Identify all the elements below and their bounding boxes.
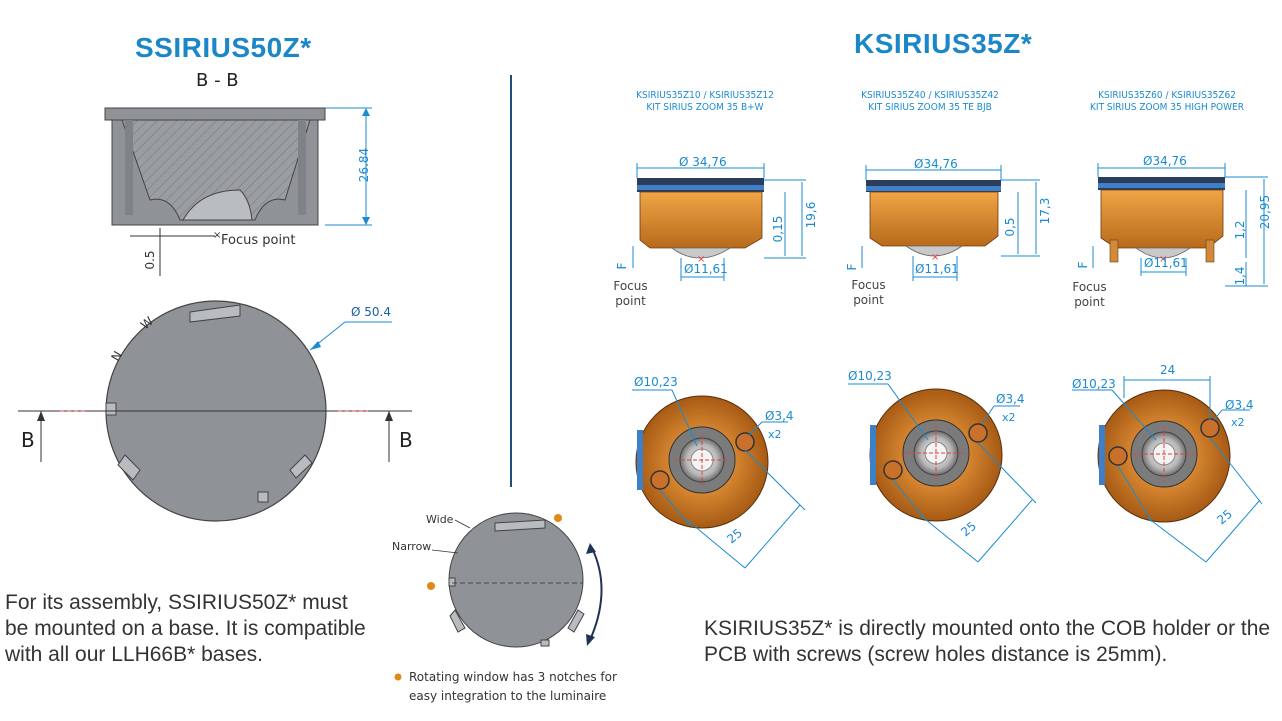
variant-3-bottom-view — [1072, 376, 1263, 563]
focus-label: Focus point — [221, 233, 296, 248]
variant-1-name: KIT SIRIUS ZOOM 35 B+W — [646, 102, 764, 113]
variant-2-focus: Focus point — [851, 278, 886, 307]
variant-2-screw-count: x2 — [1002, 411, 1016, 424]
variant-2-height-total: 17,3 — [1038, 197, 1052, 225]
variant-1-diameter: Ø 34,76 — [679, 155, 727, 169]
variant-3-hole: Ø10,23 — [1072, 377, 1116, 391]
variant-2-bottom-view — [848, 383, 1037, 563]
variant-3-code: KSIRIUS35Z60 / KSIRIUS35Z62 — [1098, 90, 1236, 101]
cut-label-right: B — [399, 428, 413, 452]
variant-1-height-part: 0,15 — [771, 215, 785, 243]
variant-3-height-low: 1,4 — [1233, 266, 1247, 286]
section-label: B - B — [196, 70, 239, 91]
variant-3-screw: Ø3,4 — [1225, 398, 1254, 412]
label-wide: Wide — [426, 513, 454, 526]
label-narrow: Narrow — [392, 540, 432, 553]
right-title: KSIRIUS35Z* — [854, 28, 1033, 59]
variant-3-side-view: × — [1092, 163, 1268, 287]
svg-text:×: × — [931, 252, 939, 263]
variant-2-diameter: Ø34,76 — [914, 157, 958, 171]
variant-2-base: Ø11,61 — [915, 262, 959, 276]
variant-1-bottom-view — [632, 389, 806, 569]
left-paragraph: For its assembly, SSIRIUS50Z* must be mo… — [5, 591, 366, 666]
variant-3-name: KIT SIRIUS ZOOM 35 HIGH POWER — [1090, 102, 1244, 113]
variant-3-caption: KSIRIUS35Z60 / KSIRIUS35Z62 KIT SIRIUS Z… — [1072, 90, 1262, 114]
variant-1-height-total: 19,6 — [804, 201, 818, 229]
variant-2-name: KIT SIRIUS ZOOM 35 TE BJB — [868, 102, 992, 113]
variant-3-focus: Focus point — [1072, 280, 1107, 309]
variant-2-hole: Ø10,23 — [848, 369, 892, 383]
cut-label-left: B — [21, 428, 35, 452]
variant-1-screw-count: x2 — [768, 428, 782, 441]
section-view: × — [104, 107, 372, 276]
variant-3-screw-count: x2 — [1231, 416, 1245, 429]
variant-3-height-total: 20,95 — [1258, 194, 1272, 230]
svg-text:×: × — [213, 230, 221, 241]
variant-1-code: KSIRIUS35Z10 / KSIRIUS35Z12 — [636, 90, 774, 101]
variant-2-screw: Ø3,4 — [996, 392, 1025, 406]
variant-1-caption: KSIRIUS35Z10 / KSIRIUS35Z12 KIT SIRIUS Z… — [610, 90, 800, 114]
variant-1-base: Ø11,61 — [684, 262, 728, 276]
left-title: SSIRIUS50Z* — [135, 32, 312, 63]
svg-text:×: × — [697, 254, 705, 265]
variant-2-f: F — [845, 263, 859, 271]
variant-1-hole: Ø10,23 — [634, 375, 678, 389]
rotation-note: Rotating window has 3 notches for easy i… — [409, 670, 617, 703]
variant-1-f: F — [615, 262, 629, 270]
variant-1-side-view: × — [632, 163, 806, 281]
variant-1-focus: Focus point — [613, 279, 648, 308]
dim-diameter: Ø 50.4 — [351, 305, 391, 319]
variant-2-side-view: × — [861, 165, 1040, 281]
svg-text:×: × — [1159, 254, 1167, 265]
variant-3-base: Ø11,61 — [1144, 256, 1188, 270]
variant-2-caption: KSIRIUS35Z40 / KSIRIUS35Z42 KIT SIRIUS Z… — [835, 90, 1025, 114]
variant-1-screw: Ø3,4 — [765, 409, 794, 423]
variant-3-height-part: 1,2 — [1233, 220, 1247, 240]
right-paragraph: KSIRIUS35Z* is directly mounted onto the… — [704, 617, 1271, 666]
variant-2-code: KSIRIUS35Z40 / KSIRIUS35Z42 — [861, 90, 999, 101]
variant-2-height-part: 0,5 — [1003, 217, 1017, 237]
variant-3-f: F — [1076, 261, 1090, 269]
variant-3-width-top: 24 — [1160, 363, 1176, 377]
variant-3-diameter: Ø34,76 — [1143, 154, 1187, 168]
